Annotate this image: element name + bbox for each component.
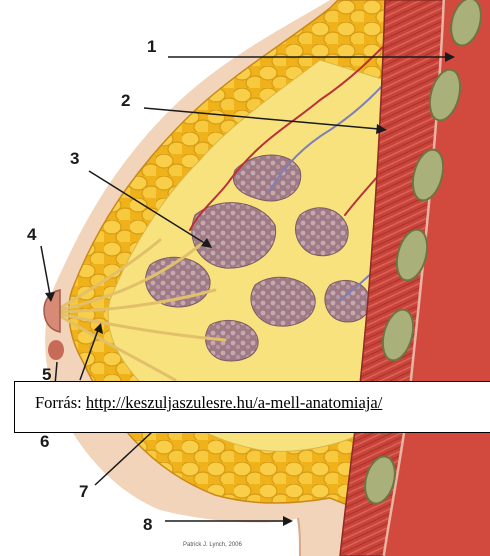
label-7: 7: [79, 482, 88, 501]
source-link[interactable]: http://keszuljaszulesre.hu/a-mell-anatom…: [86, 393, 382, 412]
source-prefix: Forrás:: [35, 393, 86, 412]
label-8: 8: [143, 515, 152, 534]
label-2: 2: [121, 91, 130, 110]
illustration-credit: Patrick J. Lynch, 2006: [183, 542, 242, 548]
label-3: 3: [70, 149, 79, 168]
label-4: 4: [27, 225, 37, 244]
source-caption: Forrás: http://keszuljaszulesre.hu/a-mel…: [14, 381, 490, 433]
label-1: 1: [147, 37, 156, 56]
label-6: 6: [40, 432, 49, 451]
